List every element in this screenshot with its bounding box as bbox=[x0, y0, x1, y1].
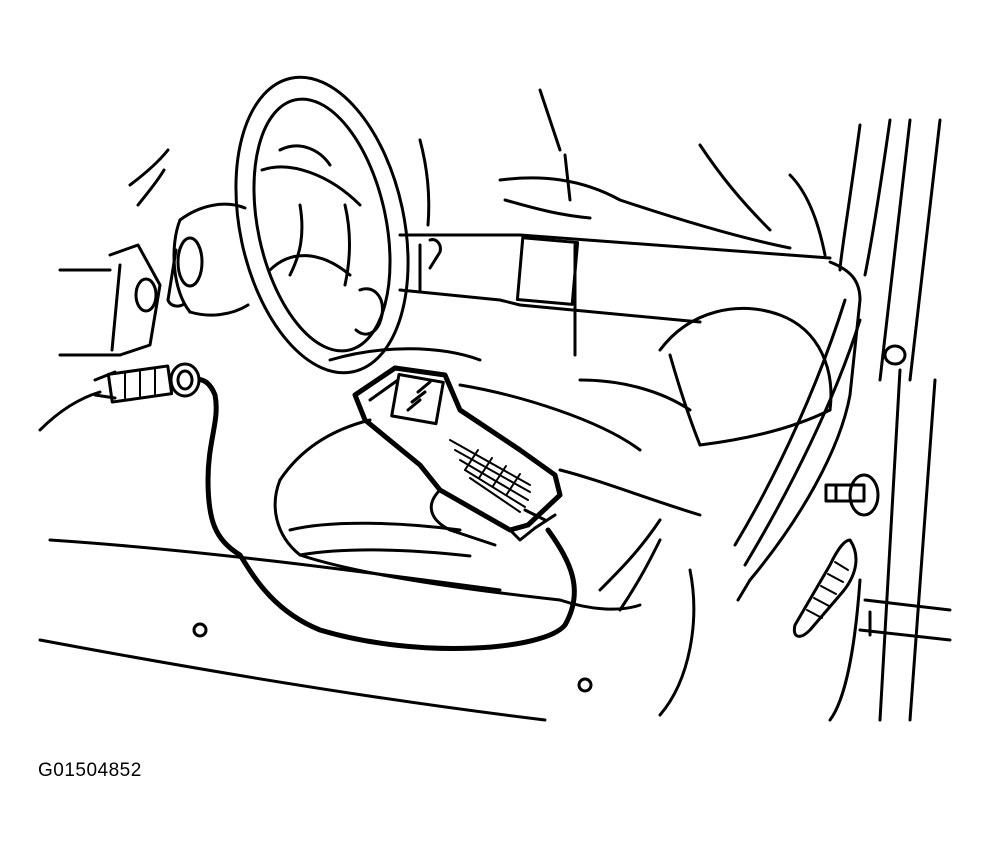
scan-tool-cable bbox=[192, 377, 577, 651]
scan-tool bbox=[352, 365, 563, 547]
steering-wheel bbox=[234, 75, 410, 375]
door-vent bbox=[792, 538, 858, 638]
door-lock-knob bbox=[824, 344, 907, 517]
driver-seat bbox=[273, 307, 833, 612]
steering-column bbox=[166, 202, 250, 317]
door-sill bbox=[38, 538, 593, 722]
dashboard bbox=[398, 88, 832, 357]
door-frame bbox=[658, 118, 952, 722]
data-link-connector bbox=[38, 362, 201, 432]
left-kick-panel bbox=[58, 148, 170, 357]
figure-id-label: G01504852 bbox=[38, 760, 142, 781]
